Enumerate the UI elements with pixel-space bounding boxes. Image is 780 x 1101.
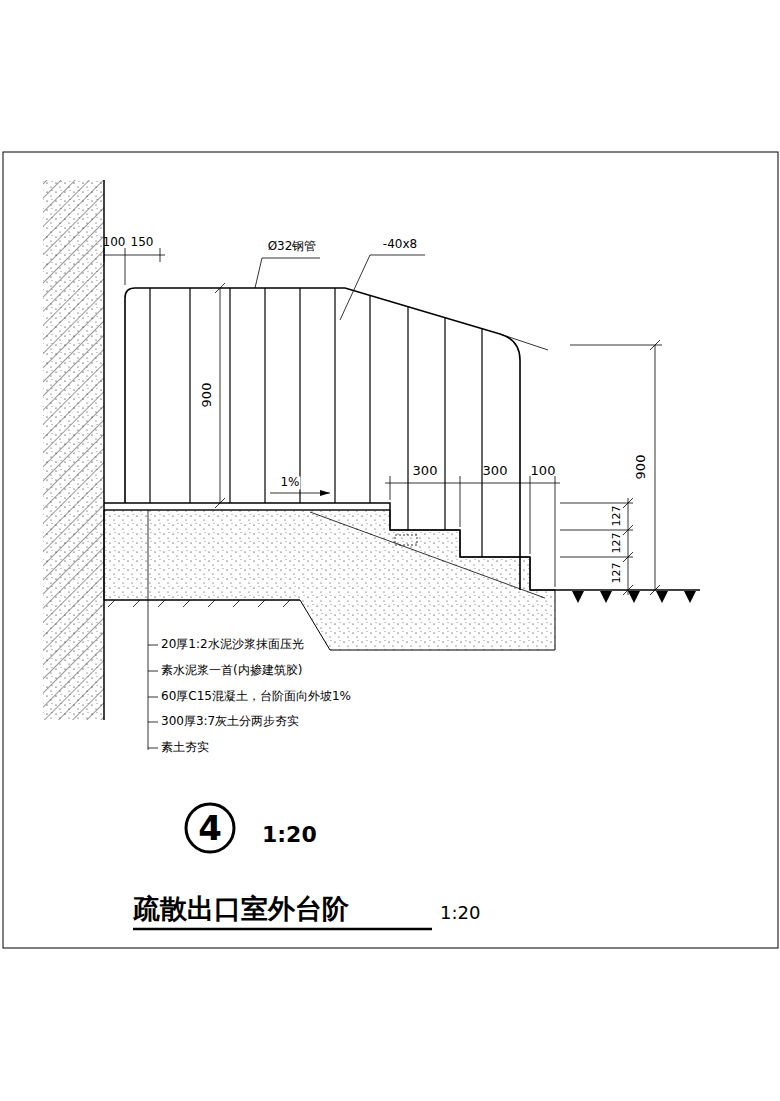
- layer-note: 300厚3:7灰土分两步夯实: [161, 715, 299, 728]
- dimension-label: 150: [131, 236, 154, 249]
- dimension-label: 900: [634, 454, 648, 481]
- dimension-label: 100: [103, 236, 126, 249]
- dimension-label: 127: [611, 562, 623, 585]
- dimension-label: 127: [611, 505, 623, 528]
- layer-note: 素水泥浆一首(内掺建筑胶): [161, 664, 302, 677]
- layer-note: 素土夯实: [161, 741, 209, 754]
- dimension-label: 300: [483, 464, 508, 478]
- dimension-label: -40x8: [382, 238, 418, 251]
- drawing-title: 疏散出口室外台阶: [133, 894, 349, 924]
- scale-label: 1:20: [262, 823, 317, 847]
- dimension-label: Ø32钢管: [267, 240, 318, 253]
- dimension-label: 127: [611, 532, 623, 555]
- layer-note: 20厚1:2水泥沙浆抹面压光: [161, 638, 304, 651]
- layer-note: 60厚C15混凝土，台阶面向外坡1%: [161, 690, 351, 703]
- dimension-label: 100: [531, 464, 556, 478]
- detail-number: 4: [198, 810, 222, 847]
- dimension-label: 1%: [279, 476, 300, 489]
- dimension-label: 900: [200, 382, 214, 409]
- dimension-label: 300: [413, 464, 438, 478]
- scale-label: 1:20: [440, 903, 480, 923]
